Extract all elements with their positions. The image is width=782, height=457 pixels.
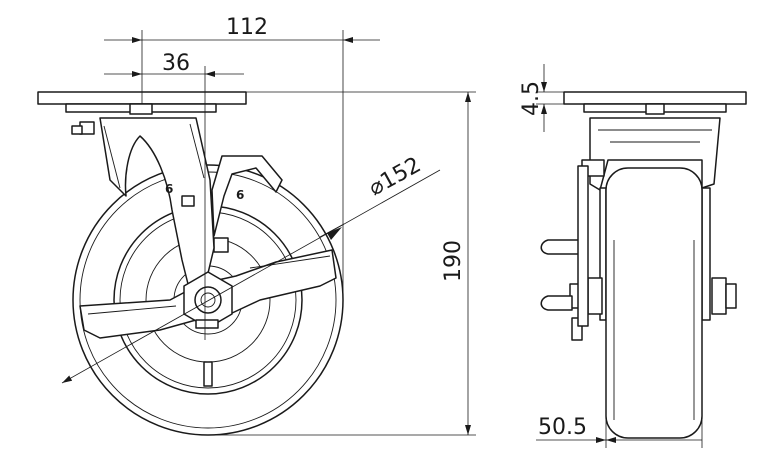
brake-lever	[211, 155, 283, 237]
svg-text:4.5: 4.5	[519, 81, 544, 116]
side-view: 6 6	[37, 91, 344, 436]
svg-text:50.5: 50.5	[538, 415, 587, 440]
dimension-plate-thickness: 4.5	[519, 64, 564, 132]
svg-text:36: 36	[162, 51, 190, 76]
front-view	[540, 91, 747, 439]
part-mark-left: 6	[165, 182, 173, 196]
dimension-overall-width: 112	[104, 15, 380, 300]
dimension-offset: 36	[104, 51, 244, 340]
svg-text:112: 112	[226, 15, 268, 40]
dimension-wheel-width: 50.5	[536, 415, 703, 448]
svg-text:190: 190	[441, 240, 466, 282]
svg-text:⌀152: ⌀152	[365, 153, 425, 202]
dimension-overall-height: 190	[208, 91, 476, 436]
wheel-front	[605, 167, 703, 439]
part-mark-right: 6	[236, 188, 244, 202]
swivel-fork	[99, 117, 215, 293]
